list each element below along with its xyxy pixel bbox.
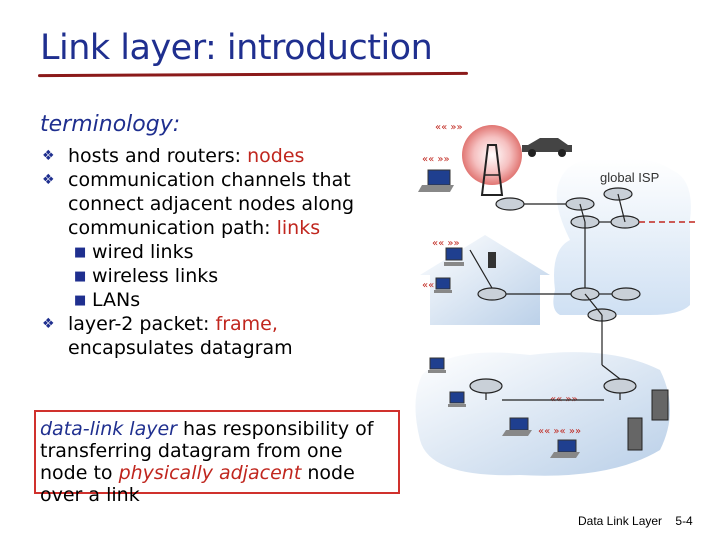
footer-page-number: 5-4	[675, 514, 693, 528]
router-icon	[477, 187, 641, 322]
bullet-frame: ❖ layer-2 packet: frame, encapsulates da…	[40, 312, 400, 360]
laptop-icon	[550, 439, 580, 458]
bullet-icon: ❖	[42, 316, 55, 332]
sub-bullet: ■ wireless links	[40, 264, 400, 288]
definition-box: data-link layer has responsibility of tr…	[34, 410, 400, 506]
cell-tower-icon	[480, 144, 504, 196]
network-diagram: global ISP «« »» «« »» «« »» «« »» «« »»…	[415, 122, 695, 476]
svg-text:«« »« »»: «« »« »»	[538, 426, 581, 437]
desktop-icon	[448, 391, 466, 407]
sub-bullet-text: wireless links	[92, 265, 219, 287]
svg-text:«« »»: «« »»	[435, 122, 463, 133]
bullet-highlight: nodes	[247, 145, 305, 167]
definition-highlight: physically adjacent	[118, 462, 302, 484]
desktop-icon	[434, 277, 452, 293]
laptop-icon	[502, 417, 532, 436]
bullet-list: ❖ hosts and routers: nodes ❖ communicati…	[40, 144, 400, 360]
global-isp-cloud	[553, 158, 691, 315]
definition-text-end: node over a link	[40, 462, 355, 506]
sub-bullet: ■ LANs	[40, 288, 400, 312]
global-isp-label: global ISP	[600, 170, 659, 185]
wireless-wave	[462, 125, 522, 185]
bullet-links: ❖ communication channels that connect ad…	[40, 168, 400, 240]
bullet-highlight: frame,	[215, 313, 278, 335]
bullet-highlight: links	[276, 217, 321, 239]
bullet-text: hosts and routers:	[68, 145, 248, 167]
square-bullet-icon: ■	[74, 269, 87, 284]
footer-chapter: Data Link Layer	[578, 514, 663, 528]
phone-icon	[488, 252, 496, 268]
bullet-icon: ❖	[42, 148, 55, 164]
definition-term: data-link layer	[40, 418, 177, 440]
terminology-heading: terminology:	[40, 112, 181, 137]
desktop-icon	[428, 357, 446, 373]
title-underline	[37, 71, 469, 78]
page-title: Link layer: introduction	[40, 28, 433, 68]
bullet-text-cont: encapsulates datagram	[68, 337, 293, 359]
sub-bullet-text: LANs	[92, 289, 141, 311]
sub-bullet-text: wired links	[92, 241, 194, 263]
square-bullet-icon: ■	[74, 293, 87, 308]
laptop-icon	[418, 169, 454, 192]
server-icon	[627, 389, 669, 451]
sub-bullet: ■ wired links	[40, 240, 400, 264]
svg-text:«« »»: «« »»	[422, 154, 450, 165]
bullet-nodes: ❖ hosts and routers: nodes	[40, 144, 400, 168]
institutional-network	[415, 352, 670, 476]
isp-links	[469, 193, 626, 365]
definition-text: has responsibility of transferring datag…	[40, 418, 374, 484]
bullet-text: layer-2 packet:	[68, 313, 216, 335]
square-bullet-icon: ■	[74, 245, 87, 260]
car-icon	[522, 138, 572, 152]
footer: Data Link Layer 5-4	[578, 514, 703, 528]
svg-text:«« »»: «« »»	[432, 238, 460, 249]
bullet-text: communication channels that connect adja…	[68, 169, 355, 239]
bullet-icon: ❖	[42, 172, 55, 188]
desktop-icon	[444, 247, 464, 266]
